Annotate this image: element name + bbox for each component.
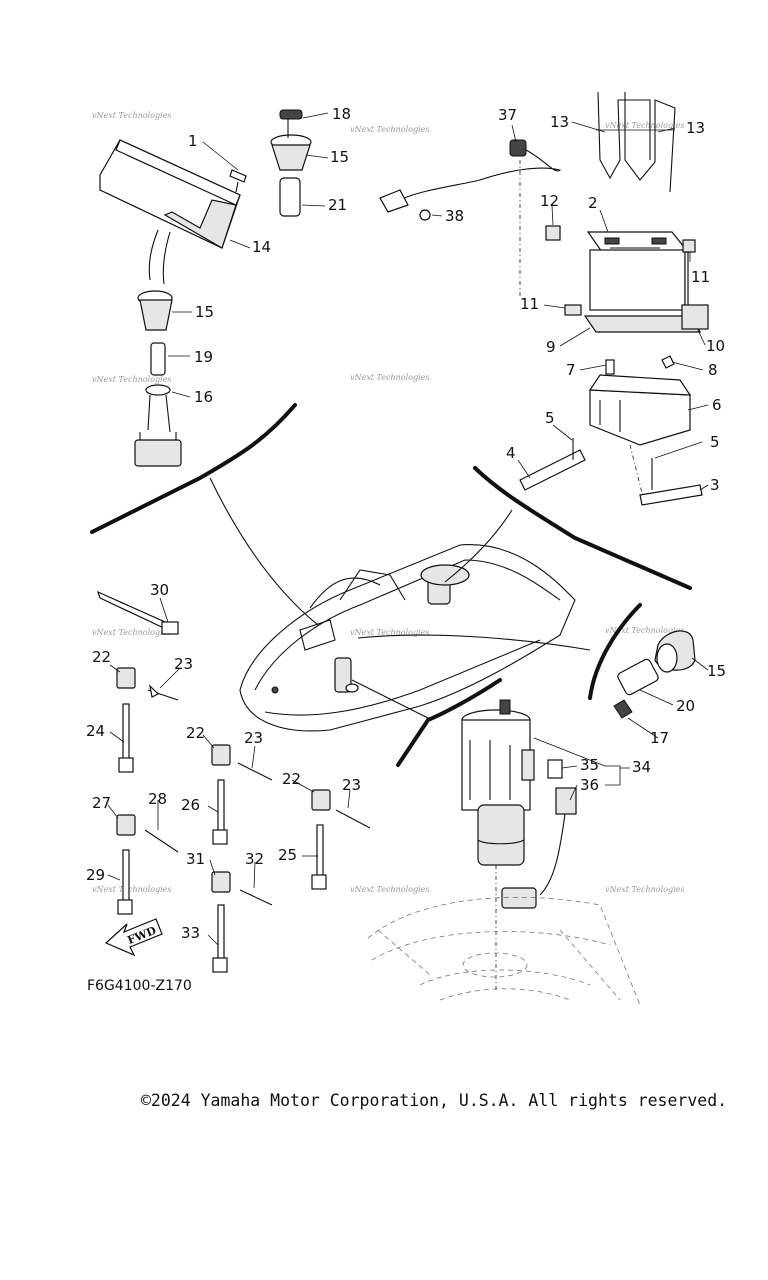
callout-15: 15	[330, 148, 349, 166]
grommet-15-right	[613, 630, 696, 719]
callout-15: 15	[195, 303, 214, 321]
callout-6: 6	[712, 396, 722, 414]
callout-32: 32	[245, 850, 264, 868]
callout-35: 35	[580, 756, 599, 774]
fuel-pump-assembly	[461, 699, 577, 990]
callout-2: 2	[588, 194, 598, 212]
callout-15: 15	[707, 662, 726, 680]
callout-19: 19	[194, 348, 213, 366]
battery-cable-37	[379, 139, 562, 297]
callout-23: 23	[174, 655, 193, 673]
callout-36: 36	[580, 776, 599, 794]
callout-4: 4	[506, 444, 516, 462]
watermark: vNext Technologies	[92, 375, 171, 384]
callout-7: 7	[566, 361, 576, 379]
callout-23: 23	[342, 776, 361, 794]
callout-1: 1	[188, 132, 198, 150]
clip-set-22-23-24	[116, 667, 179, 773]
callout-23: 23	[244, 729, 263, 747]
diagram-code: F6G4100-Z170	[87, 978, 192, 994]
callout-16: 16	[194, 388, 213, 406]
watermark: vNext Technologies	[350, 885, 429, 894]
callout-11: 11	[691, 268, 710, 286]
hull-floor-outline	[367, 896, 641, 1006]
callout-10: 10	[706, 337, 725, 355]
callout-13: 13	[550, 113, 569, 131]
callout-21: 21	[328, 196, 347, 214]
clip-set-22-23-26	[211, 744, 273, 845]
callout-22: 22	[92, 648, 111, 666]
callout-22: 22	[282, 770, 301, 788]
battery-box	[519, 355, 703, 506]
watermark: vNext Technologies	[350, 125, 429, 134]
callout-leaders	[107, 112, 709, 946]
watercraft-hull	[239, 544, 576, 732]
callout-13: 13	[686, 119, 705, 137]
screw-1	[229, 169, 247, 193]
callout-25: 25	[278, 846, 297, 864]
callout-5: 5	[710, 433, 720, 451]
callout-33: 33	[181, 924, 200, 942]
callout-14: 14	[252, 238, 271, 256]
callout-37: 37	[498, 106, 517, 124]
battery-assembly	[545, 91, 709, 333]
callout-17: 17	[650, 729, 669, 747]
callout-22: 22	[186, 724, 205, 742]
cable-tie-30	[96, 590, 179, 635]
callout-9: 9	[546, 338, 556, 356]
detail-brackets	[90, 403, 692, 767]
callout-24: 24	[86, 722, 105, 740]
callout-38: 38	[445, 207, 464, 225]
copyright-notice: ©2024 Yamaha Motor Corporation, U.S.A. A…	[141, 1091, 727, 1110]
watermark: vNext Technologies	[92, 628, 171, 637]
callout-29: 29	[86, 866, 105, 884]
fwd-arrow: FWD	[104, 918, 163, 957]
watermark: vNext Technologies	[605, 121, 684, 130]
clip-set-22-23-25	[311, 789, 371, 890]
watermark: vNext Technologies	[92, 111, 171, 120]
callout-5: 5	[545, 409, 555, 427]
callout-26: 26	[181, 796, 200, 814]
callout-numbers: 1 2 3 4 5 5 6 7 8 9 10 11 11 12 13 13 14…	[86, 105, 726, 942]
callout-12: 12	[540, 192, 559, 210]
callout-28: 28	[148, 790, 167, 808]
callout-34: 34	[632, 758, 651, 776]
callout-20: 20	[676, 697, 695, 715]
callout-31: 31	[186, 850, 205, 868]
callout-30: 30	[150, 581, 169, 599]
watermarks: vNext Technologies vNext Technologies vN…	[92, 111, 684, 894]
callout-27: 27	[92, 794, 111, 812]
callout-8: 8	[708, 361, 718, 379]
clip-set-27-28-29	[116, 814, 179, 915]
grommet-15-top	[270, 109, 312, 217]
watermark: vNext Technologies	[605, 626, 684, 635]
watermark: vNext Technologies	[350, 373, 429, 382]
watermark: vNext Technologies	[605, 885, 684, 894]
meter-cover-assembly	[99, 139, 241, 467]
callout-11: 11	[520, 295, 539, 313]
callout-3: 3	[710, 476, 720, 494]
watermark: vNext Technologies	[350, 628, 429, 637]
clip-set-31-32-33	[211, 871, 273, 973]
watermark: vNext Technologies	[92, 885, 171, 894]
leader-lines	[209, 477, 591, 721]
callout-18: 18	[332, 105, 351, 123]
